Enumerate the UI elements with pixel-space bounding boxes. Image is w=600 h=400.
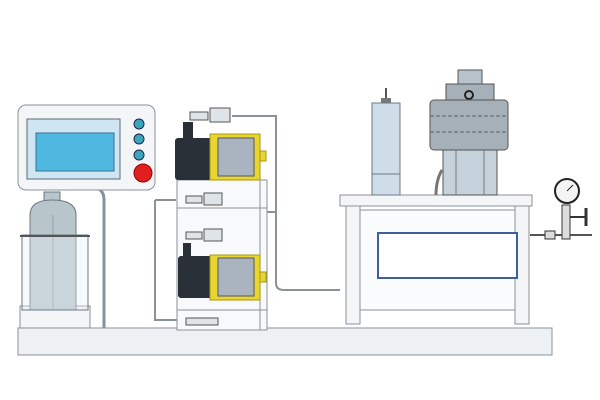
gas-cylinder <box>19 191 91 329</box>
button-icon <box>133 118 145 130</box>
pump-lower <box>178 243 267 301</box>
controller <box>17 104 156 191</box>
pressure-gauge <box>530 178 592 240</box>
stop-button-icon <box>133 163 153 183</box>
valve-fittings <box>185 107 231 326</box>
button-icon <box>133 133 145 145</box>
reactor <box>429 69 509 196</box>
column <box>371 88 401 196</box>
oven-table <box>339 194 533 325</box>
base-platform <box>17 327 553 356</box>
screen <box>35 132 115 172</box>
button-icon <box>133 149 145 161</box>
pump-upper <box>175 122 267 181</box>
viewing-window <box>377 232 518 279</box>
